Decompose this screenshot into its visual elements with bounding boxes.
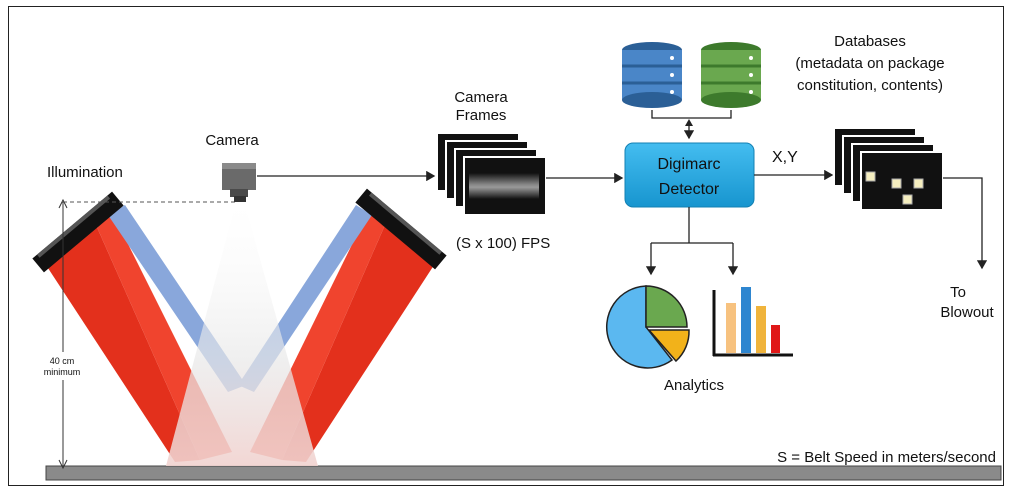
database-icon [622, 42, 682, 108]
camera-frames-label-line2: Frames [456, 107, 507, 124]
detected-package-markers [865, 171, 924, 205]
camera-frames-label-line1: Camera [454, 89, 508, 106]
xy-label: X,Y [772, 149, 798, 166]
databases-connector [651, 110, 732, 119]
diagram-frame [8, 6, 1004, 486]
output-to-blowout-arrow [943, 177, 988, 270]
detector-label-line1: Digimarc [657, 156, 720, 173]
analytics-label: Analytics [664, 377, 724, 394]
conveyor-belt [45, 465, 1002, 481]
to-label: To [950, 284, 966, 301]
bar-chart-icon [712, 287, 793, 357]
camera-frames-stack [436, 132, 547, 216]
distance-label-line2: minimum [44, 367, 81, 377]
database-icon [701, 42, 761, 108]
right-light-bar [355, 188, 447, 270]
pie-chart-icon [605, 285, 690, 369]
detector-label-line2: Detector [659, 181, 720, 198]
databases-desc-line2: constitution, contents) [797, 77, 943, 94]
databases-title: Databases [834, 33, 906, 50]
camera-label: Camera [205, 132, 259, 149]
camera-icon [222, 163, 256, 202]
camera-view-cone [166, 202, 318, 466]
illumination-label: Illumination [47, 164, 123, 181]
belt-speed-label: S = Belt Speed in meters/second [777, 449, 996, 466]
distance-label-line1: 40 cm [50, 356, 75, 366]
left-light-bar [32, 191, 124, 273]
databases-desc-line1: (metadata on package [795, 55, 944, 72]
fps-label: (S x 100) FPS [456, 235, 550, 252]
blowout-label: Blowout [940, 304, 994, 321]
output-frames-stack [833, 127, 944, 211]
